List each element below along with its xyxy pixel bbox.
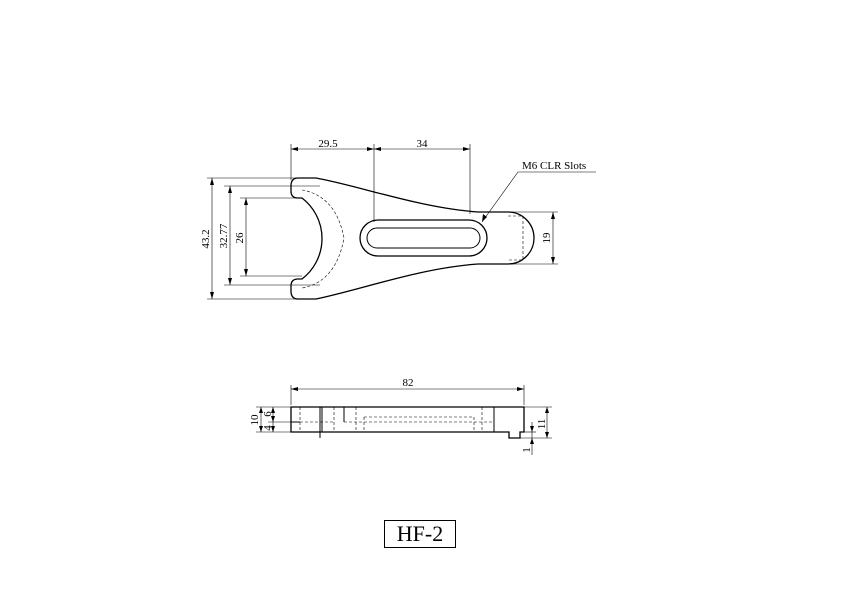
dim-11: 11: [536, 419, 548, 430]
dim-26: 26: [234, 232, 246, 244]
dim-4: 4: [262, 425, 274, 431]
slot-note: M6 CLR Slots: [522, 160, 586, 172]
part-number-label: HF-2: [384, 520, 456, 548]
side-view-outline: [290, 406, 525, 439]
side-view: 82 10 6 4 11 1: [249, 377, 552, 455]
slot-outer: [359, 219, 488, 257]
top-view: 29.5 34 43.2 32.77 26 19: [200, 138, 596, 300]
dim-1: 1: [521, 447, 533, 453]
dim-34: 34: [417, 138, 429, 150]
dim-10: 10: [249, 414, 261, 426]
top-view-outline: [290, 177, 535, 300]
dim-6: 6: [262, 411, 274, 417]
dim-43-2: 43.2: [200, 229, 212, 248]
dim-29-5: 29.5: [318, 138, 338, 150]
dim-82: 82: [403, 377, 414, 389]
slot-inner: [366, 227, 481, 249]
dim-32-77: 32.77: [218, 223, 230, 248]
dim-19: 19: [541, 232, 553, 244]
top-view-hidden-right: [508, 215, 524, 261]
